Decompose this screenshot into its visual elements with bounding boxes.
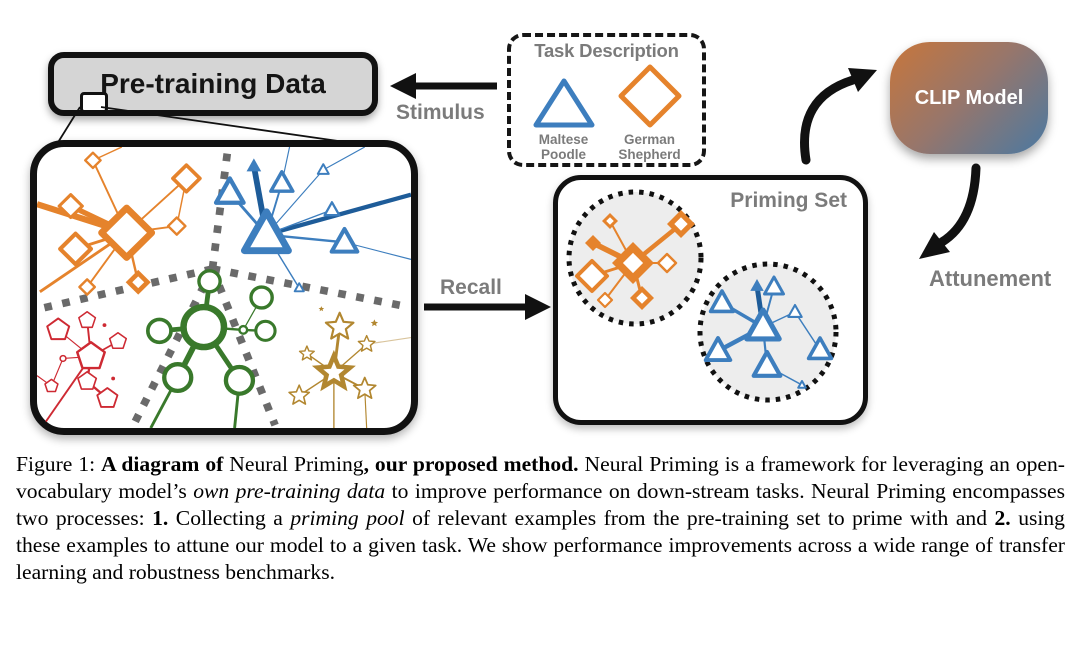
triangle-icon: [533, 63, 595, 129]
task-item-label: German Shepherd: [618, 132, 681, 163]
caption-segment: 2.: [994, 506, 1011, 530]
caption-segment: , our proposed method.: [363, 452, 579, 476]
task-item-label: Maltese Poodle: [538, 132, 589, 163]
caption-segment: Figure 1:: [16, 452, 102, 476]
caption-segment: of relevant examples from the pre-traini…: [404, 506, 995, 530]
recall-label: Recall: [440, 276, 502, 299]
neural-priming-diagram: Pre-training Data Stimulus Recall Attune…: [30, 33, 1052, 435]
pretraining-data-box: Pre-training Data: [48, 52, 378, 116]
stimulus-label: Stimulus: [396, 101, 485, 124]
pretraining-networks: [37, 147, 411, 428]
caption-segment: Collecting a: [168, 506, 291, 530]
pretraining-network-box: [30, 140, 418, 435]
pretraining-data-label: Pre-training Data: [100, 68, 326, 99]
task-item-german-shepherd: German Shepherd: [611, 63, 689, 162]
priming-set-box: Priming Set: [553, 175, 868, 425]
caption-segment: A diagram of: [101, 452, 230, 476]
task-description-box: Task Description Maltese Poodle: [507, 33, 706, 167]
priming-set-title: Priming Set: [730, 189, 847, 212]
clip-model-box: CLIP Model: [890, 42, 1048, 154]
caption-segment: Neural Priming: [229, 452, 364, 476]
caption-segment: using these examples to attune our model…: [16, 506, 1065, 584]
caption-segment: own pre-training data: [193, 479, 386, 503]
stimulus-arrow: [390, 73, 497, 99]
attunement-label: Attunement: [929, 266, 1052, 291]
zoom-callout-box: [80, 92, 108, 113]
priming-networks: [566, 189, 839, 403]
caption-segment: to improve performance on down-stream ta…: [16, 479, 1065, 530]
clip-to-attunement-arrow: [919, 163, 981, 259]
figure-caption: Figure 1: A diagram of Neural Priming, o…: [16, 451, 1065, 586]
caption-segment: 1.: [152, 506, 169, 530]
task-item-maltese-poodle: Maltese Poodle: [525, 63, 603, 162]
task-description-title: Task Description: [534, 40, 679, 61]
task-items: Maltese Poodle German Shepherd: [511, 63, 702, 162]
caption-segment: priming pool: [290, 506, 405, 530]
clip-model-label: CLIP Model: [914, 86, 1024, 109]
priming-to-clip-arrow: [800, 68, 877, 165]
diamond-icon: [617, 63, 683, 129]
caption-segment: Neural Priming is a framework for levera…: [16, 452, 1065, 503]
